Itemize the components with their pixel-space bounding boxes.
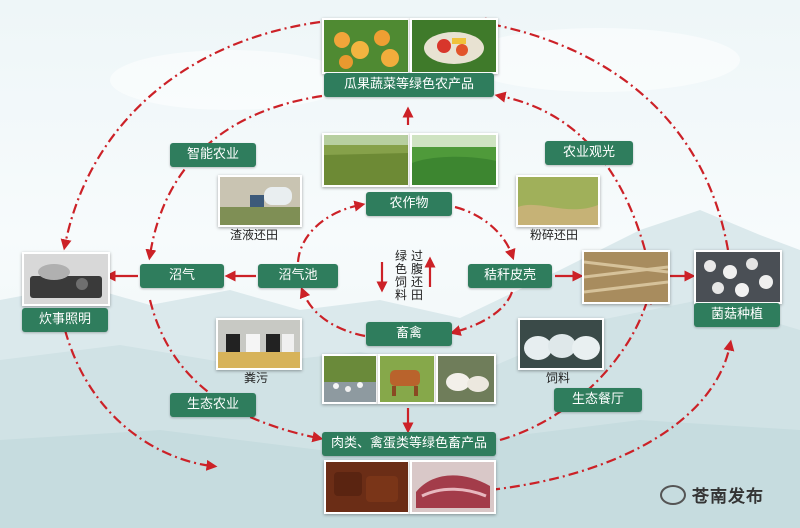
outer-loop-bottom-right	[489, 339, 735, 492]
silage-bales-photo	[518, 318, 604, 370]
biogas-node: 沼气	[140, 264, 224, 288]
smart-agriculture-node: 智能农业	[170, 143, 256, 167]
ducks-photo	[322, 354, 378, 404]
goats-photo	[436, 354, 496, 404]
wechat-icon	[660, 485, 686, 505]
livestock-poultry-node: 畜禽	[366, 322, 452, 346]
inner-loop-crops-to-straw	[454, 205, 516, 261]
inner-loop-straw-to-livestock	[449, 291, 514, 336]
cows-photo	[216, 318, 302, 370]
outer-loop-top-left	[60, 20, 321, 251]
citrus-fruit-photo	[322, 18, 410, 74]
rice-field-photo	[322, 133, 410, 187]
crush-return-caption: 粉碎还田	[530, 228, 579, 242]
inner-loop-biogas-to-crops	[296, 200, 366, 263]
crushed-straw-photo	[516, 175, 600, 227]
mushroom-cultivation-node: 菌菇种植	[694, 303, 780, 327]
straw-husk-photo	[582, 250, 670, 304]
feed-vertical-label: 绿色饲料	[394, 249, 407, 302]
middle-loop-bottom-left	[148, 299, 324, 443]
middle-loop-bottom-right	[499, 292, 652, 442]
tea-field-photo	[410, 133, 498, 187]
biogas-digester-node: 沼气池	[258, 264, 338, 288]
straw-husk-node: 秸秆皮壳	[468, 264, 552, 288]
belly-return-vertical-label: 过腹还田	[410, 249, 423, 302]
eco-restaurant-node: 生态餐厅	[554, 388, 642, 412]
gas-stove-photo	[22, 252, 110, 306]
manure-caption: 粪污	[244, 371, 269, 385]
brand-watermark: 苍南发布	[660, 482, 764, 507]
slurry-truck-photo	[218, 175, 302, 227]
slurry-return-caption: 渣液还田	[230, 228, 279, 242]
eco-agriculture-node: 生态农业	[170, 393, 256, 417]
feed-caption: 饲料	[546, 371, 571, 385]
cattle-photo	[378, 354, 436, 404]
cooking-lighting-node: 炊事照明	[22, 308, 108, 332]
agri-tourism-node: 农业观光	[545, 141, 633, 165]
fruit-veg-products-node: 瓜果蔬菜等绿色农产品	[324, 73, 494, 97]
mushroom-photo	[694, 250, 782, 304]
crops-node: 农作物	[366, 192, 452, 216]
vegetables-photo	[410, 18, 498, 74]
raw-meat-photo	[410, 460, 496, 514]
braised-meat-photo	[324, 460, 410, 514]
outer-loop-top-right	[474, 17, 730, 251]
inner-loop-livestock-to-digester	[299, 286, 366, 338]
brand-text: 苍南发布	[692, 487, 764, 507]
meat-egg-products-node: 肉类、禽蛋类等绿色畜产品	[322, 432, 496, 456]
